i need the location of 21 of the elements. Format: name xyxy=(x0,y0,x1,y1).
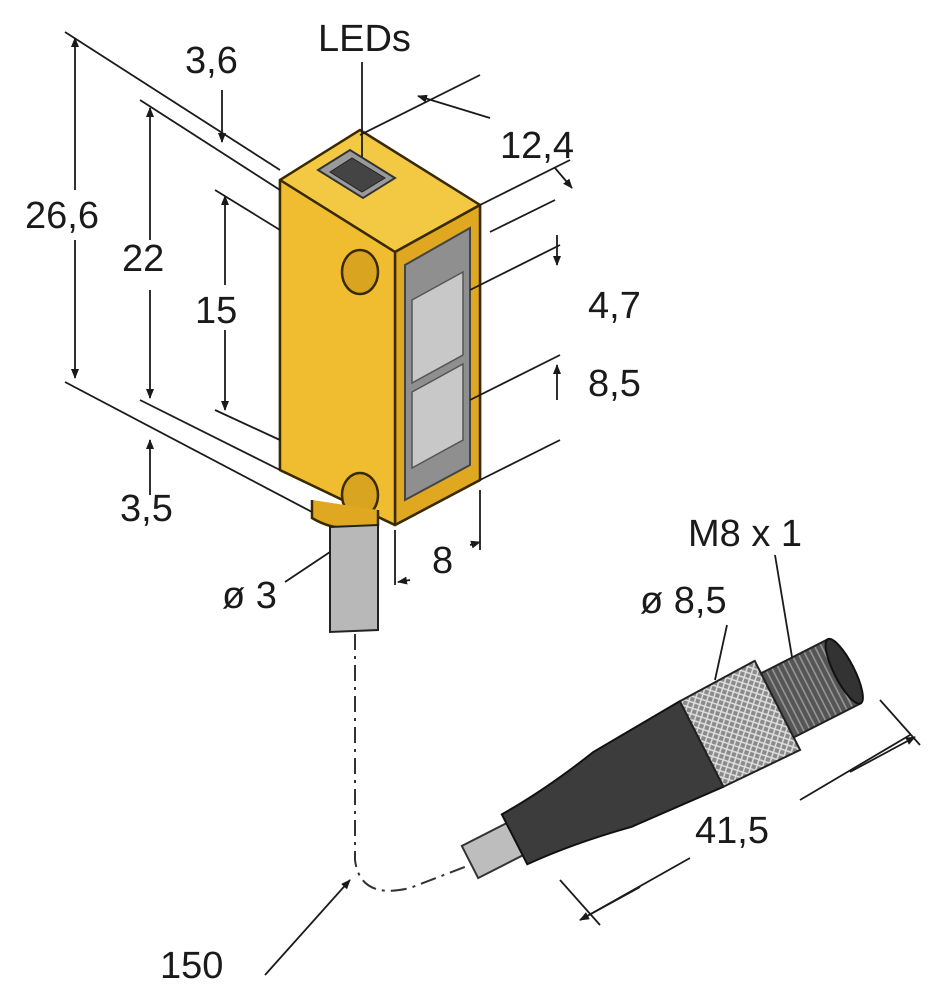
dimension-label: 15 xyxy=(195,292,238,330)
dimension-label: 8 xyxy=(432,542,454,580)
leader-line xyxy=(284,551,330,583)
dimension-label: 26,6 xyxy=(25,197,99,235)
dimension-label: 150 xyxy=(160,947,224,985)
knurled-grip xyxy=(678,659,802,788)
callout-label: ø 8,5 xyxy=(640,582,727,620)
dimension-label: 3,6 xyxy=(185,42,238,80)
leader-line xyxy=(774,554,793,658)
dimension-label: 8,5 xyxy=(588,365,641,403)
dimension-label: 41,5 xyxy=(695,812,769,850)
callout-label: M8 x 1 xyxy=(688,515,802,553)
dimension-label: 22 xyxy=(122,240,164,278)
leader-line xyxy=(714,624,728,680)
dimension-label: 12,4 xyxy=(500,127,574,165)
cable-drawing xyxy=(329,524,379,634)
callout-label: ø 3 xyxy=(222,577,277,615)
callout-label: LEDs xyxy=(318,20,411,58)
leader-line xyxy=(361,62,363,157)
dimension-label: 4,7 xyxy=(588,287,641,325)
dimension-label: 3,5 xyxy=(120,490,173,528)
